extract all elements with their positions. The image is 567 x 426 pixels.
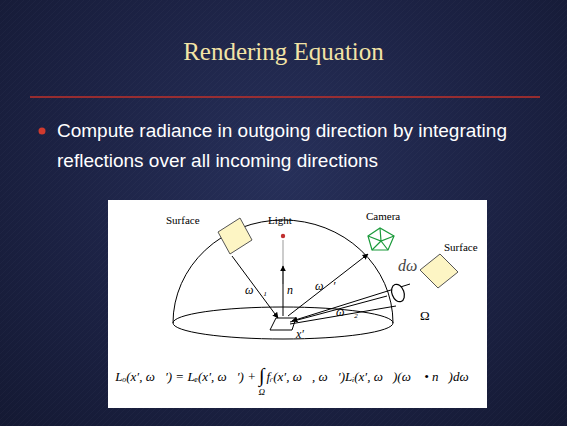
bullet-dot	[39, 128, 46, 135]
solid-angle-disc	[389, 282, 406, 303]
integral-domain: Ω	[258, 388, 265, 398]
figure-panel	[108, 200, 487, 408]
solid-angle-label: dω⃗	[398, 257, 430, 275]
title-rule	[30, 96, 540, 98]
light-dot	[281, 234, 285, 238]
point-label: x′	[296, 328, 304, 341]
light-label: Light	[268, 214, 292, 226]
direction-label: ω⃗₂	[336, 306, 358, 319]
ray-lines	[232, 240, 410, 324]
direction-label: ω⃗₁	[245, 284, 267, 297]
bullet-text: Compute radiance in outgoing direction b…	[57, 116, 537, 176]
hemisphere-label: Ω	[420, 309, 430, 323]
equation-part: Lₒ(x′, ω⃗′) = Lₑ(x′, ω⃗′) +	[115, 370, 256, 384]
integral-sign: ∫	[259, 364, 264, 386]
slide-title: Rendering Equation	[0, 38, 567, 66]
surface-label: Surface	[444, 241, 478, 253]
direction-label: ω⃗′	[315, 280, 335, 293]
hemisphere-dome	[173, 220, 393, 323]
surface-label: Surface	[166, 214, 200, 226]
camera-label: Camera	[366, 210, 400, 222]
normal-label: n⃗	[287, 284, 302, 297]
camera-icon	[368, 228, 394, 250]
equation-part: fᵣ(x′, ω⃗, ω⃗′)Lᵢ(x′, ω⃗)(ω⃗ • n⃗)dω⃗	[266, 370, 478, 384]
surface-square	[218, 218, 252, 254]
